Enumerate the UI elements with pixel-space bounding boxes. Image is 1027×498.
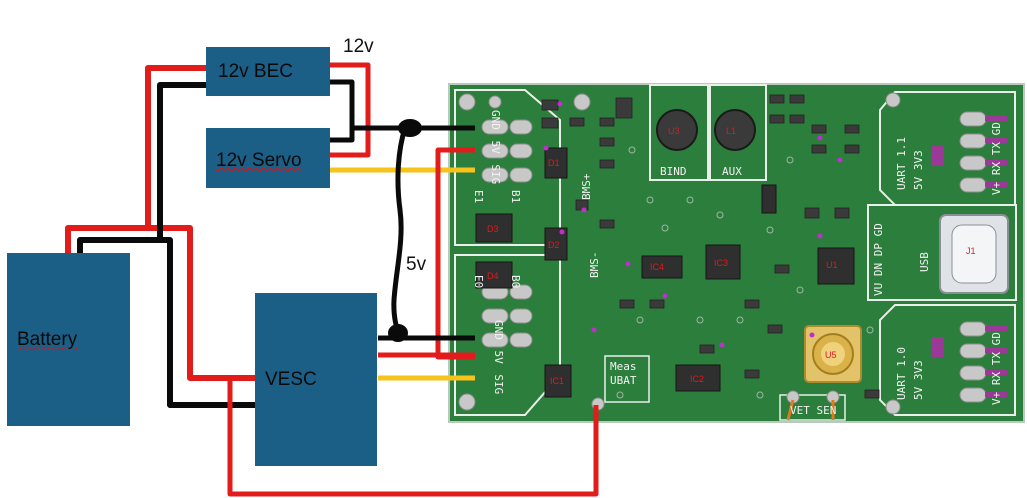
vesc-label: VESC [265, 369, 317, 390]
silk-b0: B0 [509, 275, 522, 288]
silk-uart-top-pins: 5V 3V3 [912, 150, 925, 190]
silk-bot-gnd: GND [492, 320, 505, 340]
silk-usb: USB [918, 252, 931, 272]
bec-block: 12v BEC [206, 47, 330, 96]
ref-ic3: IC3 [714, 258, 728, 268]
ref-d3: D3 [487, 224, 499, 234]
bec-label: 12v BEC [218, 61, 293, 82]
servo-label: 12v Servo [216, 150, 302, 172]
silk-top-gnd: GND [489, 110, 502, 130]
silk-ubat: UBAT [610, 374, 637, 387]
ref-u5: U5 [825, 350, 837, 360]
pcb-board: BIND AUX Meas UBAT VET SEN BMS+ BMS- GND… [448, 83, 1025, 423]
silk-uart-bottom: UART 1.0 [895, 347, 908, 400]
wire-label-12v: 12v [343, 36, 374, 57]
silk-uart-bottom-side: V+ RX TX GD [990, 332, 1003, 405]
ref-d1: D1 [548, 158, 560, 168]
silk-meas: Meas [610, 360, 637, 373]
ref-j1: J1 [966, 246, 976, 256]
silk-top-header-pins: GND 5V SIG [489, 110, 502, 184]
silk-bottom-header-pins: GND 5V SIG [492, 320, 505, 394]
wire-label-5v: 5v [406, 254, 427, 275]
silk-uart-bottom-pins: 5V 3V3 [912, 360, 925, 400]
ref-l1: L1 [726, 126, 736, 136]
ref-ic1: IC1 [550, 376, 564, 386]
battery-label: Battery [17, 329, 77, 351]
silk-bms-plus: BMS+ [580, 173, 593, 200]
silk-e1: E1 [472, 190, 485, 203]
silk-usb-pins: VU DN DP GD [872, 223, 885, 296]
silk-top-5v: 5V [489, 141, 502, 155]
silk-bms-minus: BMS- [588, 252, 601, 279]
silk-bot-sig: SIG [492, 374, 505, 394]
silk-top-sig: SIG [489, 164, 502, 184]
ref-d4: D4 [487, 271, 499, 281]
ref-u1: U1 [826, 260, 838, 270]
vesc-block: VESC [255, 293, 377, 466]
silk-b1: B1 [509, 190, 522, 203]
ref-ic4: IC4 [650, 262, 664, 272]
silk-bind-label: BIND [660, 165, 687, 178]
wires [65, 62, 599, 497]
silk-e0: E0 [472, 275, 485, 288]
silk-vet-sen: VET SEN [790, 404, 836, 417]
silk-uart-top: UART 1.1 [895, 137, 908, 190]
silk-bot-5v: 5V [492, 351, 505, 365]
servo-block: 12v Servo [206, 128, 330, 188]
ref-u3: U3 [668, 126, 680, 136]
servo-label-text: 12v Servo [216, 150, 302, 171]
battery-label-text: Battery [17, 329, 78, 350]
silk-uart-top-side: V+ RX TX GD [990, 122, 1003, 195]
battery-block: Battery [7, 253, 130, 426]
ref-d2: D2 [548, 240, 560, 250]
silk-aux-label: AUX [722, 165, 742, 178]
ref-ic2: IC2 [690, 374, 704, 384]
